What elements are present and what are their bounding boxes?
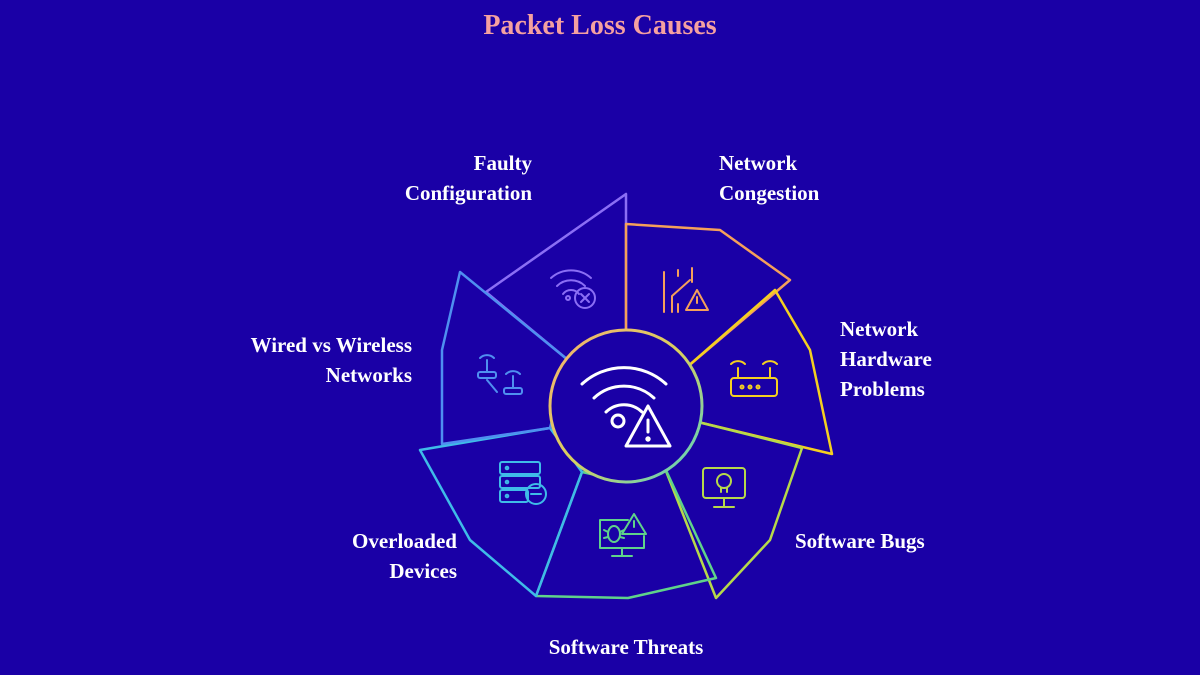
label-software-bugs: Software Bugs <box>795 529 925 553</box>
bug-warning-icon <box>599 513 647 557</box>
routers-icon <box>477 354 523 395</box>
wifi-x-icon <box>550 269 596 309</box>
segment-wired-vs-wireless <box>440 270 570 446</box>
label-faulty-configuration: Faulty Configuration <box>404 151 532 205</box>
segment-network-hardware-problems <box>684 288 834 456</box>
page-title: Packet Loss Causes <box>483 10 717 41</box>
traffic-warning-icon <box>663 267 709 313</box>
wifi-warning-icon <box>580 366 672 448</box>
label-software-threats: Software Threats <box>548 635 704 659</box>
segment-software-bugs <box>662 420 804 600</box>
server-minus-icon <box>499 461 547 505</box>
segment-overloaded-devices <box>418 426 584 598</box>
label-network-hardware-problems: Network Hardware Problems <box>840 317 932 401</box>
monitor-skull-icon <box>702 467 746 508</box>
label-wired-vs-wireless: Wired vs Wireless Networks <box>250 333 412 387</box>
label-network-congestion: Network Congestion <box>719 151 820 205</box>
label-overloaded-devices: Overloaded Devices <box>352 529 457 583</box>
router-icon <box>730 360 778 397</box>
